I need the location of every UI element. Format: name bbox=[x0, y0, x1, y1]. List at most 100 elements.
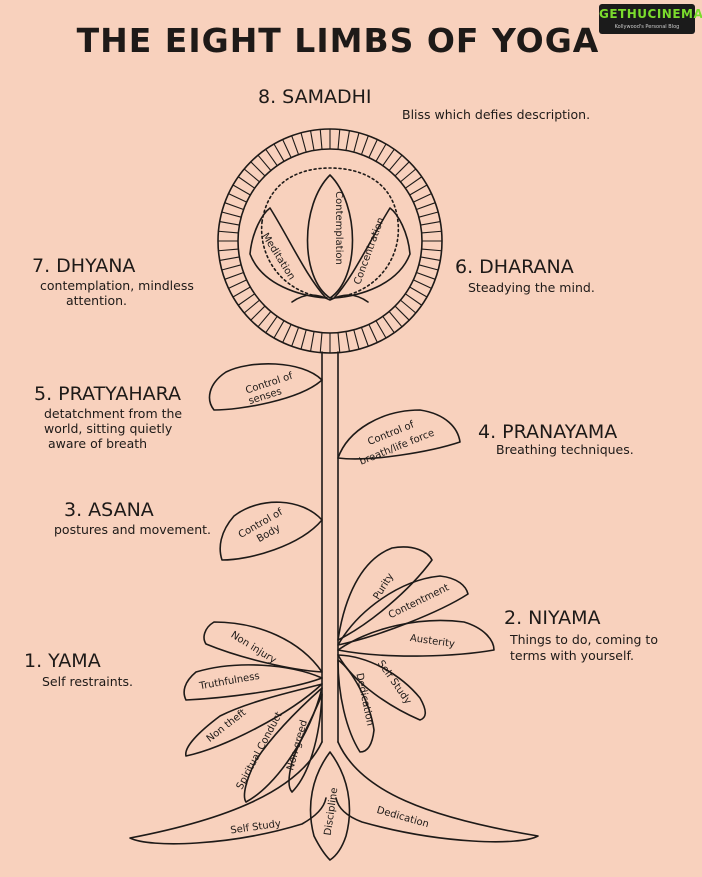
flower-ray bbox=[418, 211, 439, 218]
limb-2-desc-2: terms with yourself. bbox=[510, 648, 634, 663]
limb-7-desc-1: contemplation, mindless bbox=[40, 278, 194, 293]
flower-ray bbox=[237, 176, 256, 189]
flower-ray bbox=[291, 135, 300, 156]
flower-ray bbox=[399, 168, 417, 183]
flower-ray bbox=[310, 130, 315, 151]
limb-6-title: 6. DHARANA bbox=[455, 256, 574, 278]
flower-ray bbox=[375, 320, 387, 339]
watermark-text: GETHUCINEMA bbox=[599, 7, 702, 21]
flower-ray bbox=[282, 323, 292, 344]
limb-5-title: 5. PRATYAHARA bbox=[34, 383, 181, 405]
limb-4-pranayama: 4. PRANAYAMA Breathing techniques. bbox=[478, 421, 634, 457]
root-label-right: Dedication bbox=[375, 805, 430, 830]
limb-5-desc-3: aware of breath bbox=[48, 436, 147, 451]
flower-ray bbox=[409, 184, 428, 196]
flower-ray bbox=[291, 326, 300, 347]
flower-ray bbox=[412, 279, 433, 289]
flower-ray bbox=[415, 202, 436, 211]
flower-ray bbox=[360, 135, 369, 156]
flower-ray bbox=[353, 329, 360, 350]
limb-1-yama: 1. YAMA Self restraints. bbox=[24, 650, 133, 689]
flower-ray bbox=[404, 176, 423, 189]
flower-ray bbox=[224, 202, 245, 211]
flower-ray bbox=[421, 230, 443, 234]
flower-ray bbox=[250, 305, 266, 321]
flower-ray bbox=[219, 256, 240, 261]
flower-ray bbox=[257, 310, 272, 328]
flower-ray bbox=[227, 279, 248, 289]
limb-3-desc: postures and movement. bbox=[54, 522, 211, 537]
flower-ray bbox=[394, 161, 410, 177]
limb-2-title: 2. NIYAMA bbox=[504, 607, 601, 629]
flower-ray bbox=[300, 132, 307, 153]
yama-leaf-2: Truthfulness bbox=[198, 671, 261, 693]
flower-ray bbox=[337, 332, 341, 354]
flower-ray bbox=[394, 305, 410, 321]
flower-ray bbox=[250, 161, 266, 177]
niyama-leaf-2: Contentment bbox=[387, 582, 451, 621]
flower-ray bbox=[415, 271, 436, 280]
limb-5-pratyahara: 5. PRATYAHARA detatchment from the world… bbox=[34, 383, 182, 451]
flower-ray bbox=[217, 230, 239, 234]
flower-ray bbox=[409, 286, 428, 298]
flower-ray bbox=[232, 184, 251, 196]
watermark-tagline: Kollywood's Personal Blog bbox=[614, 24, 680, 30]
petal-label-center: Contemplation bbox=[333, 191, 344, 265]
flower-ray bbox=[388, 154, 403, 172]
flower-ray bbox=[319, 128, 323, 150]
flower-ray bbox=[217, 248, 239, 252]
flower-ray bbox=[243, 299, 261, 314]
petal-concentration bbox=[333, 207, 411, 299]
flower-ray bbox=[282, 138, 292, 159]
flower-ray bbox=[388, 310, 403, 328]
flower-ray bbox=[368, 138, 378, 159]
limb-5-desc-1: detatchment from the bbox=[44, 406, 182, 421]
flower-ray bbox=[375, 143, 387, 162]
page-title: THE EIGHT LIMBS OF YOGA bbox=[77, 21, 600, 60]
flower-ray bbox=[221, 211, 242, 218]
flower-ray bbox=[273, 320, 285, 339]
limb-8-desc: Bliss which defies description. bbox=[402, 107, 590, 122]
flower-ray bbox=[243, 168, 261, 183]
flower-ray bbox=[219, 221, 240, 226]
limb-4-title: 4. PRANAYAMA bbox=[478, 421, 617, 443]
watermark-logo: GETHUCINEMA Kollywood's Personal Blog bbox=[599, 4, 702, 34]
flower-ray bbox=[232, 286, 251, 298]
limb-1-desc: Self restraints. bbox=[42, 674, 133, 689]
limb-7-title: 7. DHYANA bbox=[32, 255, 135, 277]
petal-meditation bbox=[249, 207, 327, 299]
limb-7-desc-2: attention. bbox=[66, 293, 127, 308]
flower-ray bbox=[319, 332, 323, 354]
limb-7-dhyana: 7. DHYANA contemplation, mindless attent… bbox=[32, 255, 194, 308]
niyama-cluster: Purity Contentment Austerity Self Study … bbox=[337, 546, 495, 753]
flower-ray bbox=[404, 293, 423, 306]
limb-6-dharana: 6. DHARANA Steadying the mind. bbox=[455, 256, 595, 295]
flower-ray bbox=[265, 315, 278, 334]
stem bbox=[321, 351, 339, 743]
flower-ray bbox=[382, 148, 395, 167]
flower-ray bbox=[273, 143, 285, 162]
flower-ray bbox=[353, 132, 360, 153]
limb-8-samadhi: 8. SAMADHI Bliss which defies descriptio… bbox=[258, 86, 590, 122]
root-label-center: Discipline bbox=[323, 787, 341, 836]
flower-ray bbox=[412, 193, 433, 203]
leaf-breath: Control of breath/life force bbox=[337, 409, 461, 468]
limb-2-desc-1: Things to do, coming to bbox=[509, 632, 658, 647]
niyama-leaf-4: Self Study bbox=[375, 659, 413, 707]
yama-leaf-1: Non injury bbox=[229, 630, 278, 667]
limb-8-title: 8. SAMADHI bbox=[258, 86, 372, 108]
flower-ray bbox=[345, 331, 350, 352]
flower-ray bbox=[421, 248, 443, 252]
flower-ray bbox=[360, 326, 369, 347]
yama-cluster: Non injury Truthfulness Non theft Spirit… bbox=[183, 621, 323, 803]
petal-contemplation bbox=[306, 174, 354, 299]
flower-rays bbox=[217, 128, 443, 354]
roots: Self Study Discipline Dedication bbox=[129, 741, 539, 861]
flower-ray bbox=[265, 148, 278, 167]
petal-label-right: Concentration bbox=[352, 216, 387, 286]
flower-ray bbox=[420, 221, 441, 226]
limb-4-desc: Breathing techniques. bbox=[496, 442, 634, 457]
limb-5-desc-2: world, sitting quietly bbox=[44, 421, 173, 436]
leaf-body: Control of Body bbox=[219, 501, 323, 561]
